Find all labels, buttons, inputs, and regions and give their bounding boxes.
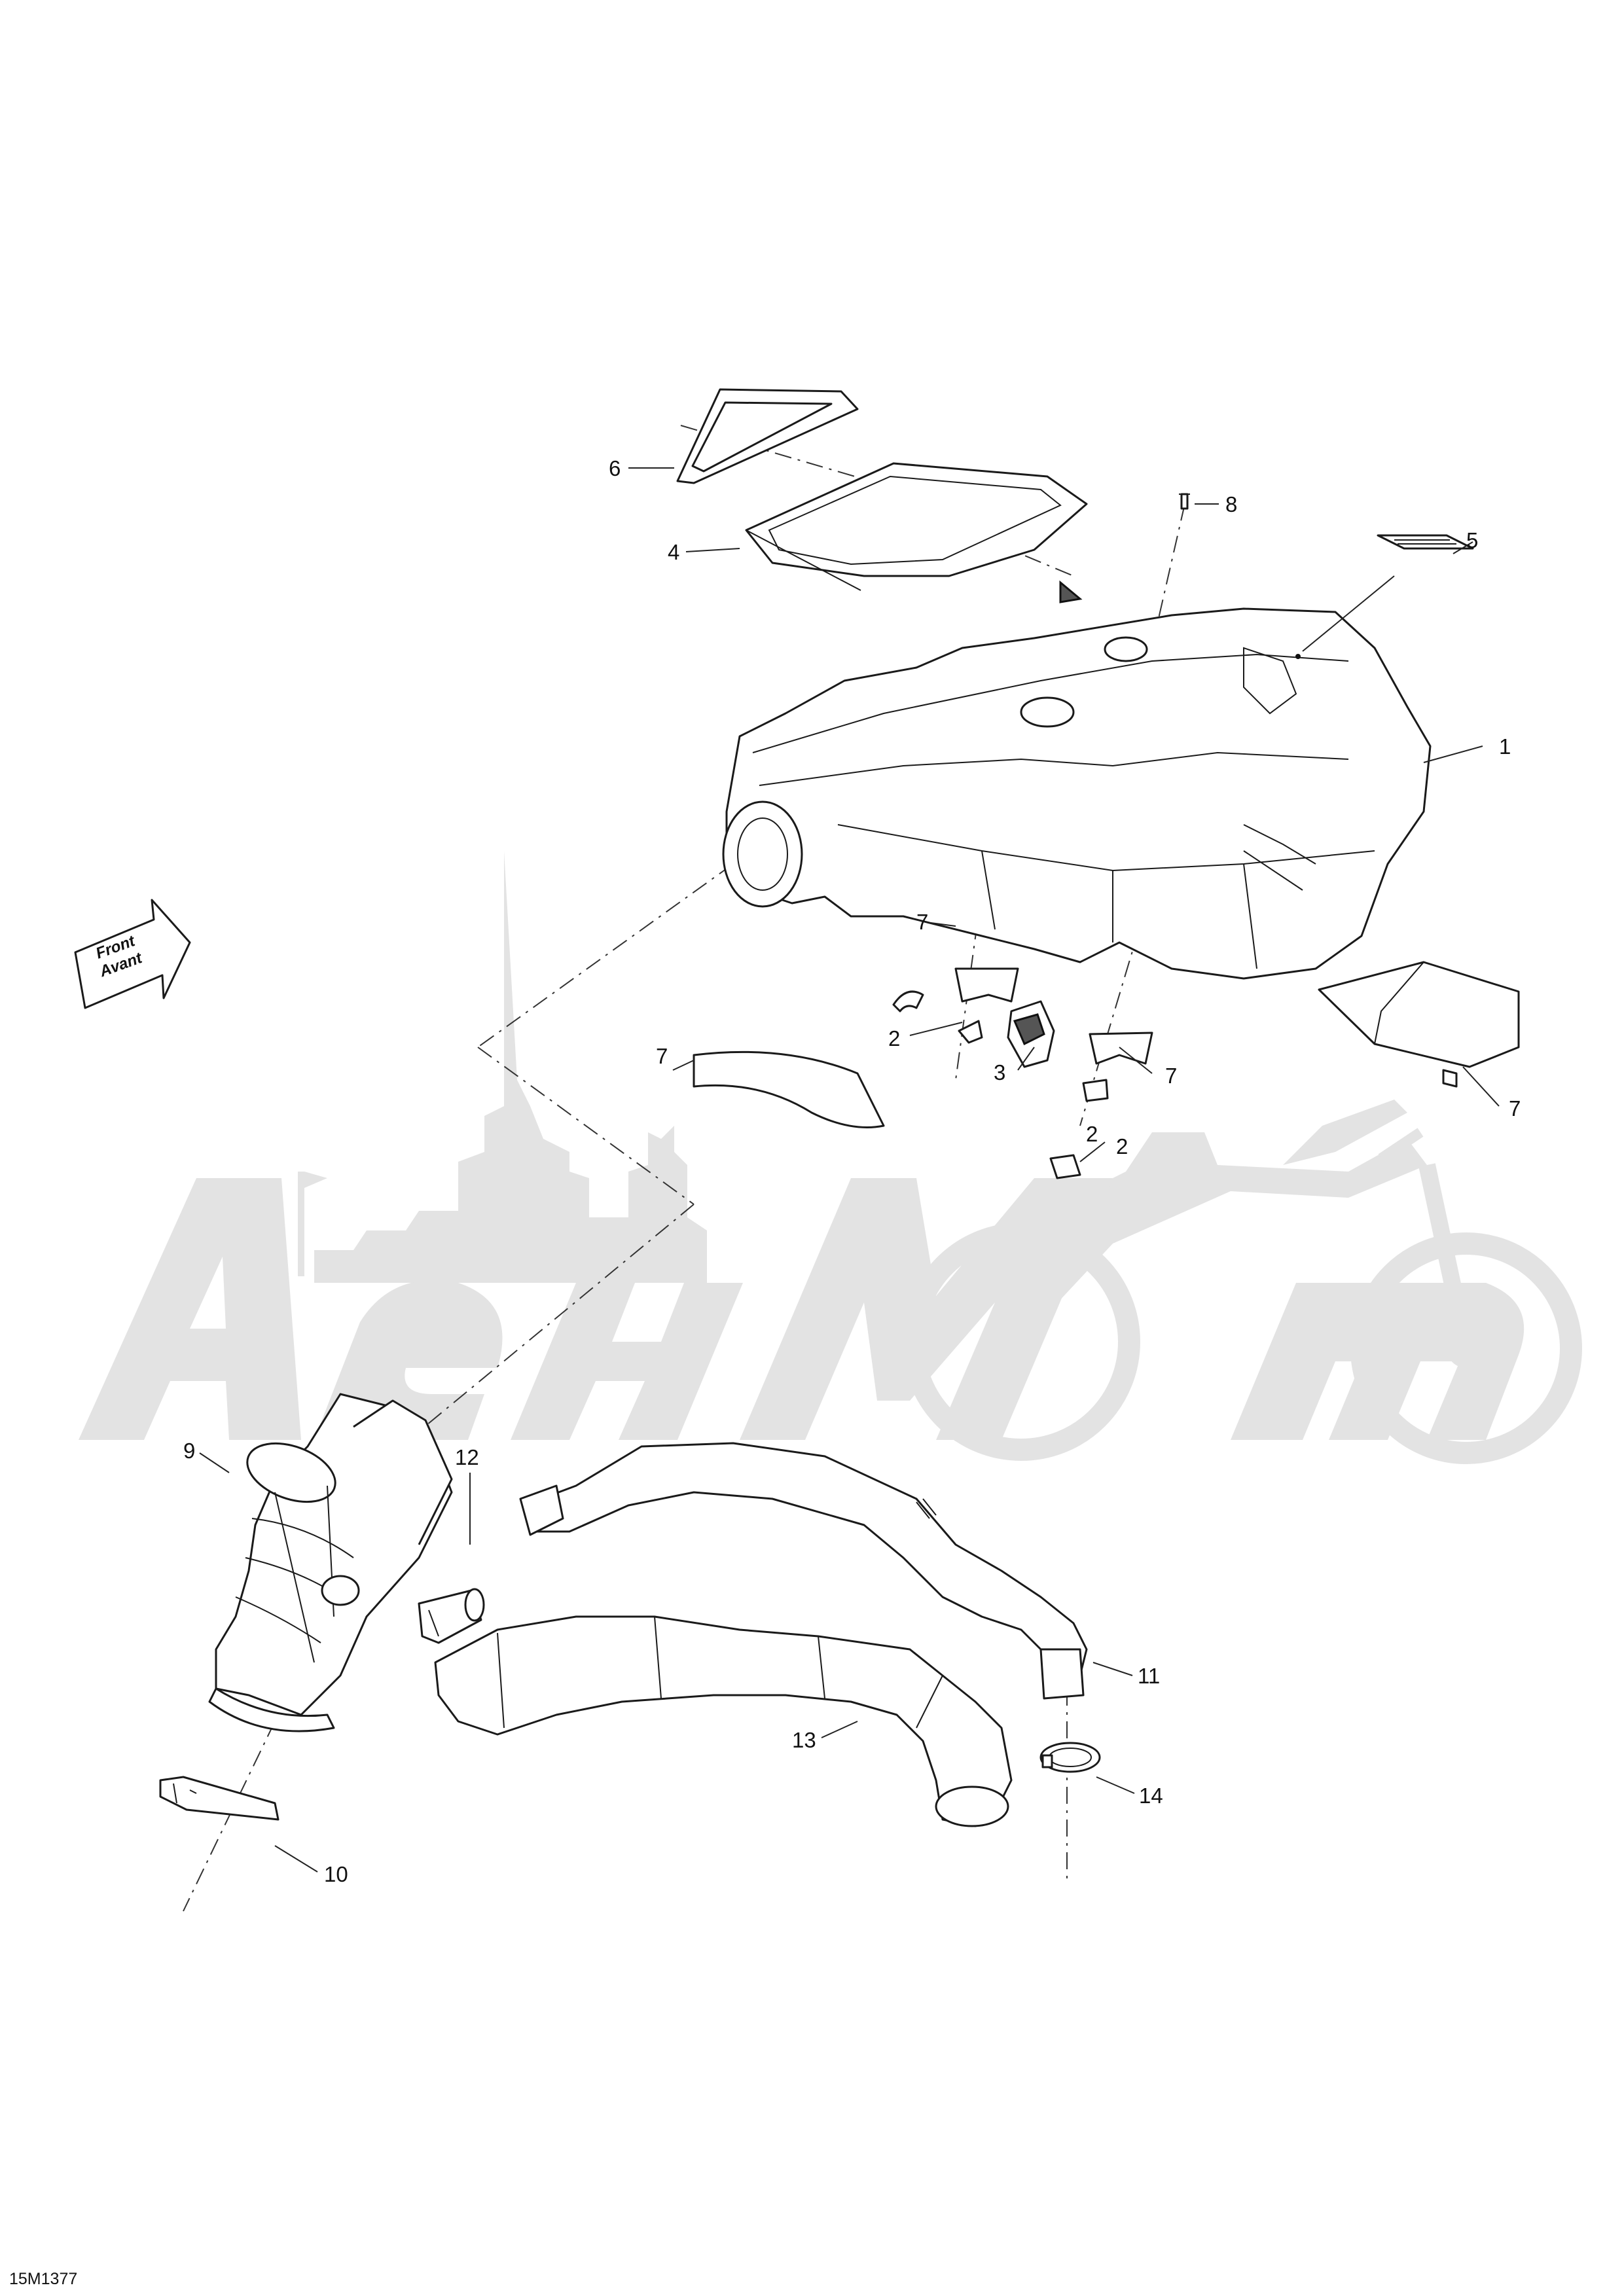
drawing-code: 15M1377 — [9, 2270, 77, 2288]
part-7-plate-right — [1318, 961, 1520, 1088]
part-9-intake-boot — [208, 1393, 453, 1732]
part-2-clip-3 — [1082, 1079, 1109, 1102]
callout-6: 6 — [609, 456, 621, 480]
part-6-seal-frame — [676, 388, 859, 484]
part-8-screw — [1179, 493, 1190, 510]
callout-1: 1 — [1499, 734, 1511, 759]
part-2-clip-2 — [958, 1020, 983, 1044]
part-13-large-hose — [434, 1615, 1013, 1827]
callout-7-c: 7 — [1165, 1064, 1177, 1088]
callout-11: 11 — [1138, 1664, 1160, 1688]
part-2-clip-1 — [892, 990, 924, 1013]
part-5-label — [1377, 534, 1474, 550]
callout-labels: 1 2 2 2 3 4 5 6 7 7 7 7 8 9 10 11 12 13 … — [183, 456, 1521, 1886]
watermark-skyline — [314, 851, 707, 1283]
part-14-hose-clamp — [1039, 1742, 1101, 1773]
leader-lines — [199, 467, 1500, 1873]
part-1-airbox — [722, 607, 1432, 980]
watermark-lettering — [79, 1178, 1525, 1440]
callout-14: 14 — [1139, 1784, 1163, 1808]
callout-13: 13 — [792, 1728, 816, 1752]
callout-2-c: 2 — [1116, 1134, 1128, 1158]
callout-5: 5 — [1466, 528, 1478, 552]
callout-3: 3 — [994, 1060, 1005, 1085]
part-11-breather-hose — [519, 1442, 1088, 1700]
callout-2-a: 2 — [888, 1026, 900, 1050]
part-7-clip-a — [954, 967, 1019, 1003]
callout-10: 10 — [324, 1862, 348, 1886]
part-3-grommet — [1007, 1000, 1055, 1068]
part-4-cover — [745, 462, 1088, 603]
callout-2-b: 2 — [1086, 1122, 1098, 1146]
part-2-clip-4 — [1049, 1154, 1081, 1179]
part-12-fitting — [418, 1588, 485, 1644]
callout-7-b: 7 — [656, 1044, 668, 1068]
callout-8: 8 — [1225, 492, 1237, 516]
callout-7-d: 7 — [1509, 1096, 1521, 1121]
part-7-strip-left — [693, 1050, 885, 1128]
callout-4: 4 — [668, 540, 679, 564]
part-10-clamp — [159, 1776, 280, 1821]
callout-7-a: 7 — [916, 910, 928, 934]
front-direction-arrow: Front Avant — [74, 899, 191, 1009]
callout-12: 12 — [455, 1445, 479, 1469]
callout-9: 9 — [183, 1439, 195, 1463]
